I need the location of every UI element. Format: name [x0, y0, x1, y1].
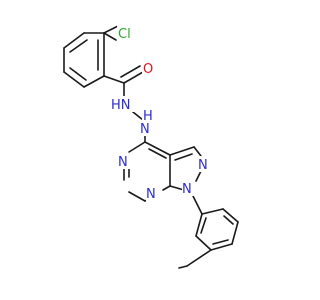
oxygen-label: O [143, 62, 153, 77]
pyrazolopyrimidine-core [123, 141, 202, 202]
chlorobenzene-ring [63, 32, 105, 88]
amide-nh-label: HN [111, 98, 131, 113]
c-cl-bond-upper [103, 25, 119, 34]
atom-labels: Cl O HN H N N N N N [110, 25, 210, 202]
hydrazine-h-label: H [143, 109, 153, 124]
pyrazole-n1-label: N [182, 182, 192, 197]
methyl-bond-2 [178, 265, 188, 269]
n-n-bond [132, 111, 144, 121]
pyrimidine-n7-label: N [146, 187, 156, 202]
carbonyl-bond-2 [120, 65, 141, 78]
tolyl-ring [195, 208, 239, 251]
chlorine-label: Cl [118, 27, 131, 42]
carbonyl-bond [123, 71, 144, 84]
n-aryl-bond [192, 195, 203, 215]
molecule-structure: Cl O HN H N N N N N [63, 25, 239, 269]
molecule-diagram: Cl O HN H N N N N N [63, 25, 239, 269]
methyl-bond [186, 249, 212, 267]
hydrazine-n-label: N [140, 122, 150, 137]
pyrazole-n2-label: N [198, 158, 208, 173]
pyrimidine-n3-label: N [118, 155, 128, 170]
ring-carbonyl-bond [103, 75, 125, 84]
c-cl-bond [103, 32, 117, 41]
